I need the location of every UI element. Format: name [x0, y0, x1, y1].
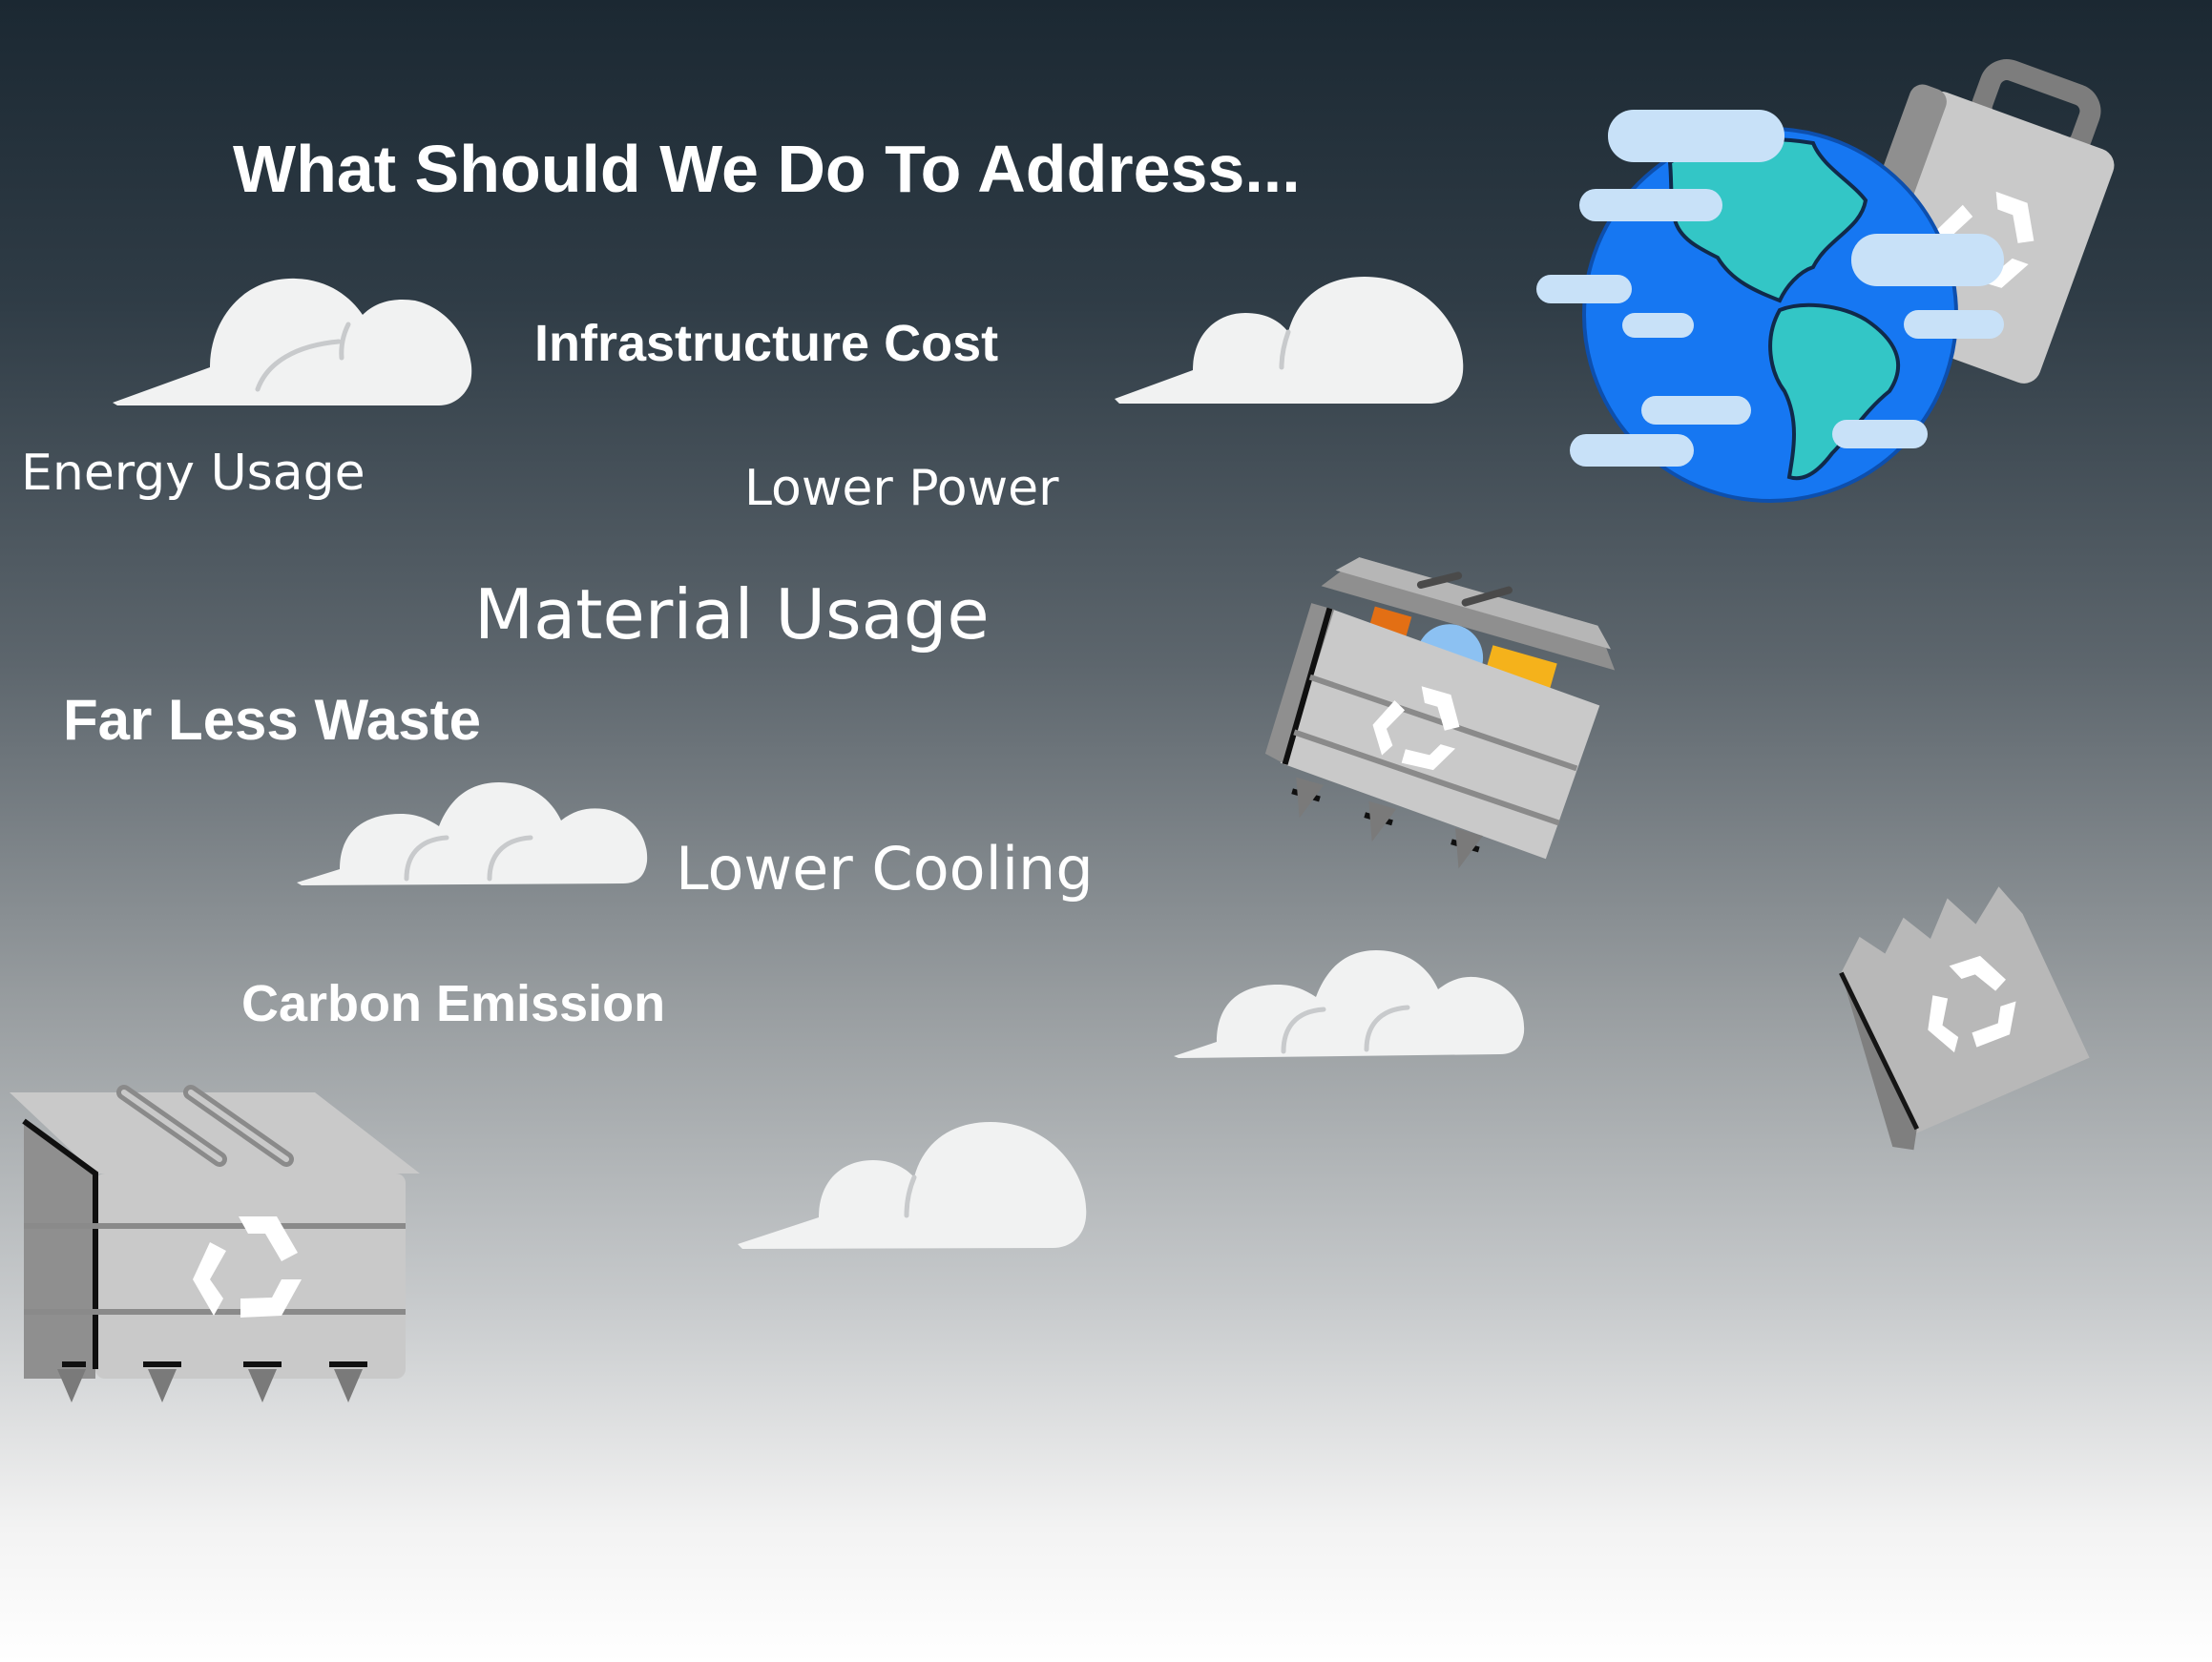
cloud-icon	[297, 782, 648, 885]
cloud-icon	[113, 278, 472, 405]
cloud-icon	[1115, 277, 1464, 404]
earth-icon	[1536, 110, 2004, 503]
open-dumpster-icon	[1264, 557, 1616, 869]
cloud-icon	[738, 1122, 1087, 1249]
phrase-material-usage: Material Usage	[474, 574, 990, 654]
phrase-lower-cooling: Lower Cooling	[676, 834, 1094, 904]
phrase-infrastructure-cost: Infrastructure Cost	[534, 315, 999, 372]
cloud-icon	[1174, 950, 1525, 1058]
page-title: What Should We Do To Address...	[233, 132, 1301, 206]
phrase-lower-power: Lower Power	[744, 460, 1059, 517]
phrase-carbon-emission: Carbon Emission	[241, 975, 666, 1032]
torn-paper-recycle-icon	[1839, 886, 2090, 1151]
phrase-energy-usage: Energy Usage	[21, 445, 365, 502]
phrase-far-less-waste: Far Less Waste	[63, 688, 481, 752]
recycle-bin-icon	[10, 1085, 420, 1402]
